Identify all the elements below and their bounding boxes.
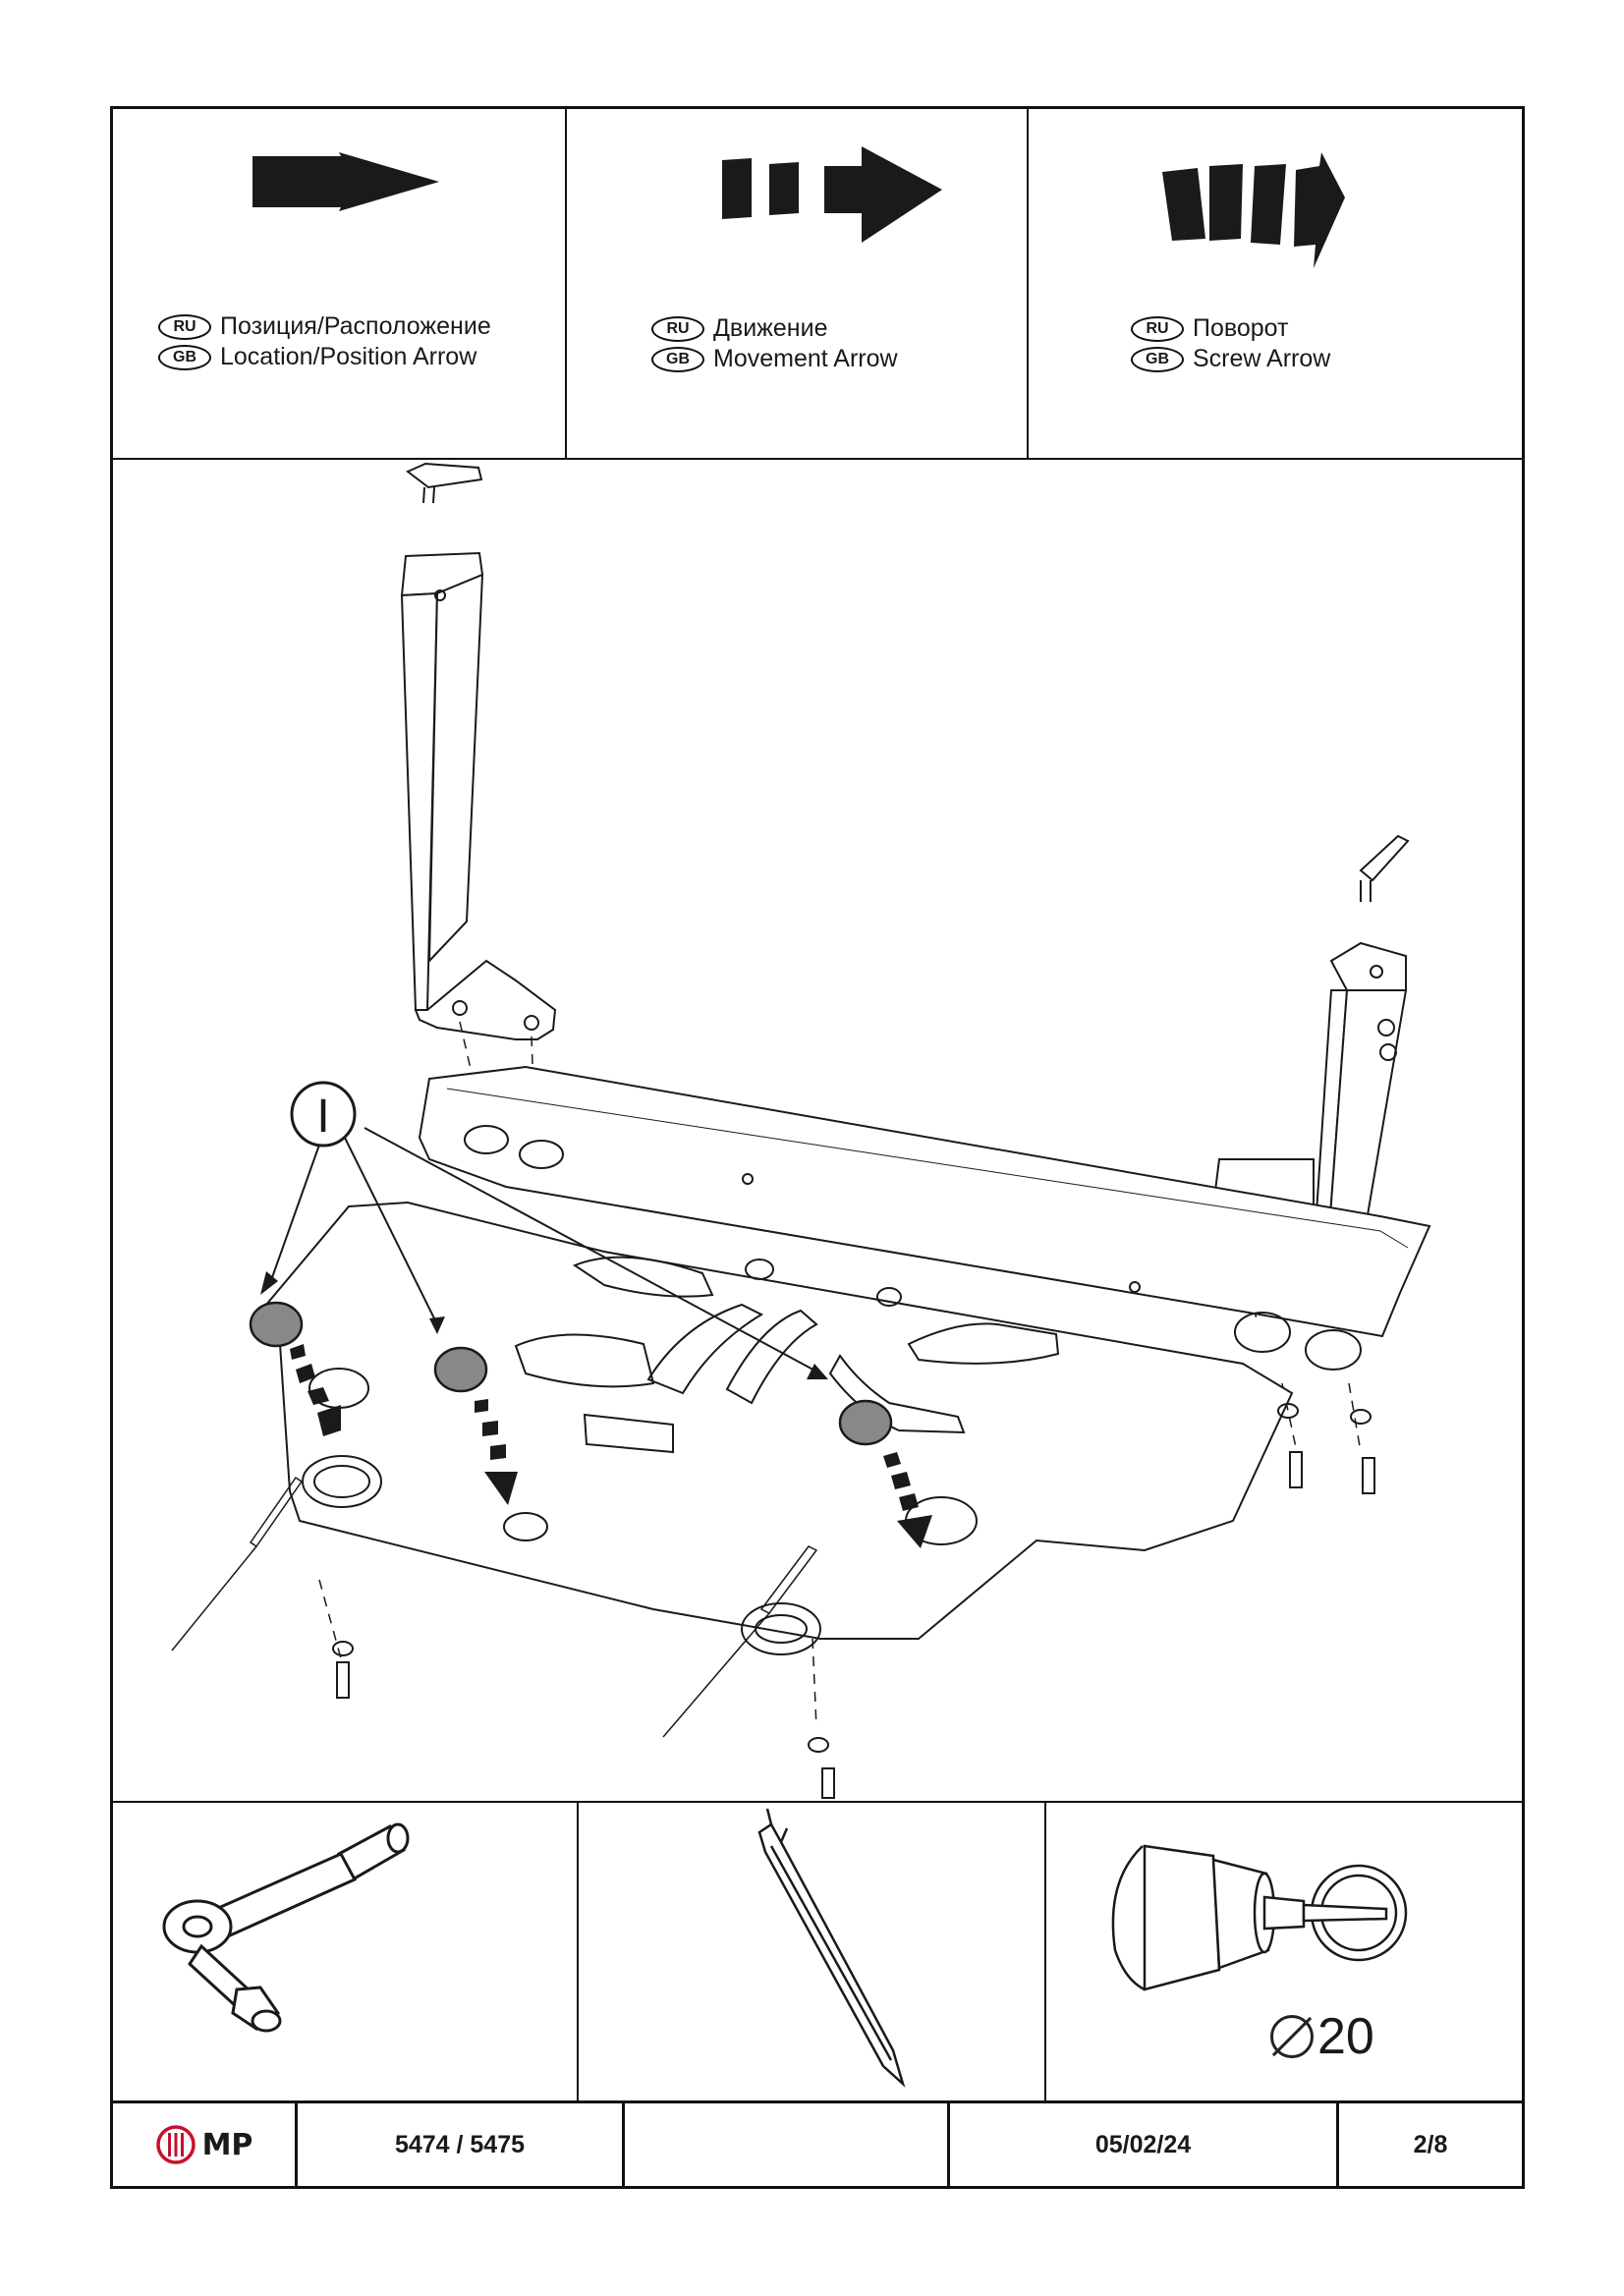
- tool-drill-hole-saw: 20: [1046, 1803, 1522, 2100]
- brand-logo-text: MP: [201, 2127, 253, 2162]
- legend-gb-text: Screw Arrow: [1193, 345, 1331, 372]
- main-skid-plate: [266, 1203, 1294, 1655]
- location-arrow-icon: [252, 152, 439, 211]
- tool-ratchet: [113, 1803, 579, 2100]
- ratchet-wrench-icon: [162, 1822, 410, 2033]
- bolts: [332, 1403, 1375, 1799]
- instruction-sheet-frame: RU Позиция/Расположение GB Location/Positi…: [110, 106, 1525, 2189]
- part-number: 5474 / 5475: [298, 2103, 625, 2186]
- ru-badge: RU: [651, 315, 704, 342]
- document-date: 05/02/24: [950, 2103, 1339, 2186]
- gb-badge: GB: [651, 346, 704, 372]
- legend-screw-arrow: RU Поворот GB Screw Arrow: [1029, 109, 1522, 458]
- tools-row: 20: [113, 1803, 1522, 2103]
- brand-logo: MP: [155, 2124, 253, 2165]
- legend-ru-text: Позиция/Расположение: [220, 312, 491, 340]
- callout-circle: I: [290, 1081, 357, 1148]
- ru-badge: RU: [1131, 315, 1184, 342]
- hole-diameter-label: 20: [1270, 2007, 1374, 2066]
- mp-logo-icon: [155, 2125, 196, 2164]
- legend-gb-text: Location/Position Arrow: [220, 343, 477, 370]
- blank-field: [625, 2103, 950, 2186]
- trim-removal-tool-icon: [757, 1808, 906, 2088]
- legend-ru-text: Поворот: [1193, 314, 1289, 342]
- left-bracket: [400, 462, 557, 1040]
- title-block: MP 5474 / 5475 05/02/24 2/8: [113, 2103, 1522, 2186]
- skid-plate-assembly-drawing: I: [113, 460, 1431, 1799]
- drill-hole-saw-icon: [1111, 1844, 1408, 1991]
- legend-movement-arrow: RU Движение GB Movement Arrow: [567, 109, 1029, 458]
- legend-ru-text: Движение: [713, 314, 828, 342]
- arrow-legend: RU Позиция/Расположение GB Location/Positi…: [113, 109, 1522, 460]
- callout-label: I: [316, 1091, 329, 1143]
- assembly-diagram: I: [113, 460, 1522, 1803]
- legend-gb-text: Movement Arrow: [713, 345, 898, 372]
- hole-diameter-value: 20: [1317, 2008, 1374, 2065]
- tool-trim-remover: [579, 1803, 1046, 2100]
- brand-logo-cell: MP: [113, 2103, 298, 2186]
- ru-badge: RU: [158, 313, 211, 340]
- movement-arrow-icon: [722, 146, 942, 243]
- diameter-icon: [1270, 2015, 1314, 2058]
- gb-badge: GB: [1131, 346, 1184, 372]
- page-number: 2/8: [1413, 2130, 1448, 2158]
- upper-skid-plate: [418, 1065, 1431, 1371]
- legend-location-arrow: RU Позиция/Расположение GB Location/Positi…: [113, 109, 567, 458]
- gb-badge: GB: [158, 344, 211, 370]
- screw-arrow-icon: [1162, 152, 1345, 268]
